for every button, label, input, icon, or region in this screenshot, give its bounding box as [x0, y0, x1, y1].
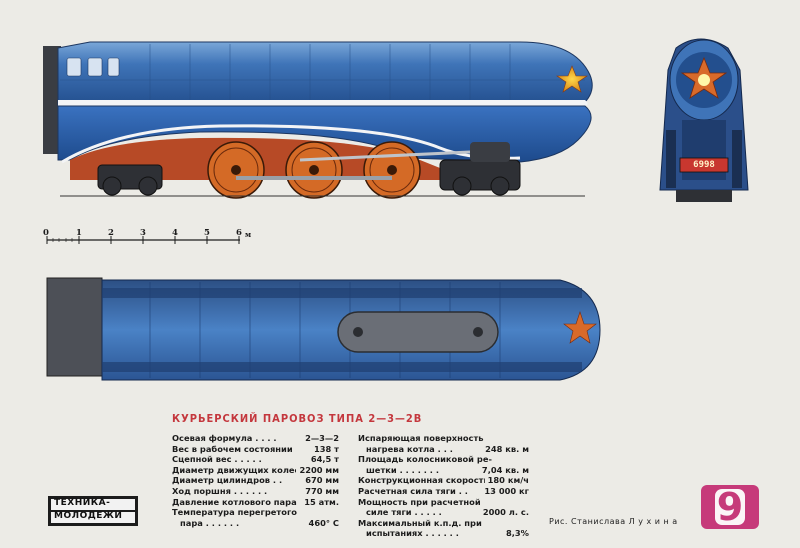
spec-label: Расчетная сила тяги . . [358, 485, 468, 496]
magazine-logo: ТЕХНИКА- МОЛОДЕЖИ [48, 496, 138, 526]
spec-value [526, 518, 529, 529]
spec-value: 64,5 т [310, 454, 339, 465]
scale-tick-5: 5 [204, 228, 210, 238]
page-title: КУРЬЕРСКИЙ ПАРОВОЗ ТИПА 2—3—2В [172, 412, 423, 425]
spec-label: Конструкционная скорость [358, 475, 485, 486]
scale-tick-2: 2 [108, 228, 114, 238]
scale-unit: м [245, 230, 252, 239]
scale-tick-1: 1 [76, 228, 82, 238]
logo-line2: МОЛОДЕЖИ [54, 511, 123, 521]
spec-label: Диаметр движущих колес [172, 464, 297, 475]
spec-row: испытаниях . . . . . . 8,3% [358, 528, 529, 539]
spec-value: 13 000 кг [484, 485, 529, 496]
spec-row: шетки . . . . . . . 7,04 кв. м [358, 465, 529, 476]
spec-label: Температура перегретого [172, 507, 297, 518]
spec-row: Осевая формула . . . . 2—3—2 [172, 433, 339, 444]
spec-row: Вес в рабочем состоянии 138 т [172, 444, 339, 455]
spec-row: Расчетная сила тяги . . 13 000 кг [358, 486, 529, 497]
spec-value: 2200 мм [299, 464, 339, 475]
scale-tick-4: 4 [172, 228, 178, 238]
spec-label: Давление котлового пара [172, 496, 297, 507]
scale-tick-3: 3 [140, 228, 146, 238]
spec-label: Ход поршня . . . . . . [172, 485, 268, 496]
spec-row: Испаряющая поверхность [358, 433, 529, 444]
spec-label: Вес в рабочем состоянии [172, 443, 293, 454]
spec-value [336, 507, 339, 518]
spec-value: 15 атм. [304, 496, 339, 507]
spec-value: 138 т [313, 443, 339, 454]
logo-line1: ТЕХНИКА- [54, 498, 111, 508]
spec-label: Диаметр цилиндров . . [172, 475, 283, 486]
spec-row: Диаметр цилиндров . . 670 мм [172, 475, 339, 486]
spec-row: Сцепной вес . . . . . 64,5 т [172, 454, 339, 465]
spec-row: пара . . . . . . 460° С [172, 518, 339, 529]
spec-row: Площадь колосниковой ре- [358, 454, 529, 465]
spec-value: 248 кв. м [485, 443, 529, 454]
spec-value [526, 454, 529, 465]
specs-right: Испаряющая поверхность нагрева котла . .… [358, 433, 529, 539]
spec-label: Испаряющая поверхность [358, 433, 484, 443]
locomotive-front-view [659, 38, 749, 202]
spec-value: 670 мм [305, 475, 339, 486]
locomotive-top-view [46, 277, 601, 381]
front-number-plate: 6998 [693, 160, 715, 170]
spec-value [526, 497, 529, 508]
spec-row: нагрева котла . . . 248 кв. м [358, 444, 529, 455]
scale-tick-6: 6 [236, 228, 242, 238]
spec-label: пара . . . . . . [180, 517, 240, 528]
spec-value: 180 км/ч [487, 475, 529, 486]
scale-bar [46, 236, 240, 244]
spec-value: 2—3—2 [305, 433, 339, 443]
spec-label: Площадь колосниковой ре- [358, 454, 492, 465]
page-number: 9 [716, 485, 744, 529]
spec-label: силе тяги . . . . . [366, 507, 442, 518]
spec-value: 8,3% [505, 528, 529, 539]
spec-label: испытаниях . . . . . . [366, 528, 459, 539]
spec-row: Температура перегретого [172, 507, 339, 518]
scale-tick-0: 0 [43, 228, 49, 238]
spec-row: силе тяги . . . . . 2000 л. с. [358, 507, 529, 518]
spec-value: 7,04 кв. м [481, 464, 529, 475]
side-body [43, 41, 593, 199]
spec-label: Мощность при расчетной [358, 496, 481, 507]
spec-label: Сцепной вес . . . . . [172, 454, 262, 465]
page-number-badge: 9 [701, 485, 759, 529]
specs-left: Осевая формула . . . . 2—3—2 Вес в рабоче… [172, 433, 339, 528]
spec-value [526, 433, 529, 444]
spec-row: Максимальный к.п.д. при [358, 518, 529, 529]
spec-value: 460° С [308, 517, 339, 528]
spec-row: Ход поршня . . . . . . 770 мм [172, 486, 339, 497]
spec-value: 770 мм [305, 485, 339, 496]
spec-value: 2000 л. с. [482, 507, 529, 518]
spec-label: Максимальный к.п.д. при [358, 517, 482, 528]
spec-row: Мощность при расчетной [358, 497, 529, 508]
illustration-credit: Рис. Станислава Л у х и н а [549, 517, 678, 526]
spec-row: Давление котлового пара 15 атм. [172, 497, 339, 508]
spec-label: нагрева котла . . . [366, 443, 453, 454]
spec-label: шетки . . . . . . . [366, 464, 439, 475]
spec-label: Осевая формула . . . . [172, 433, 277, 443]
